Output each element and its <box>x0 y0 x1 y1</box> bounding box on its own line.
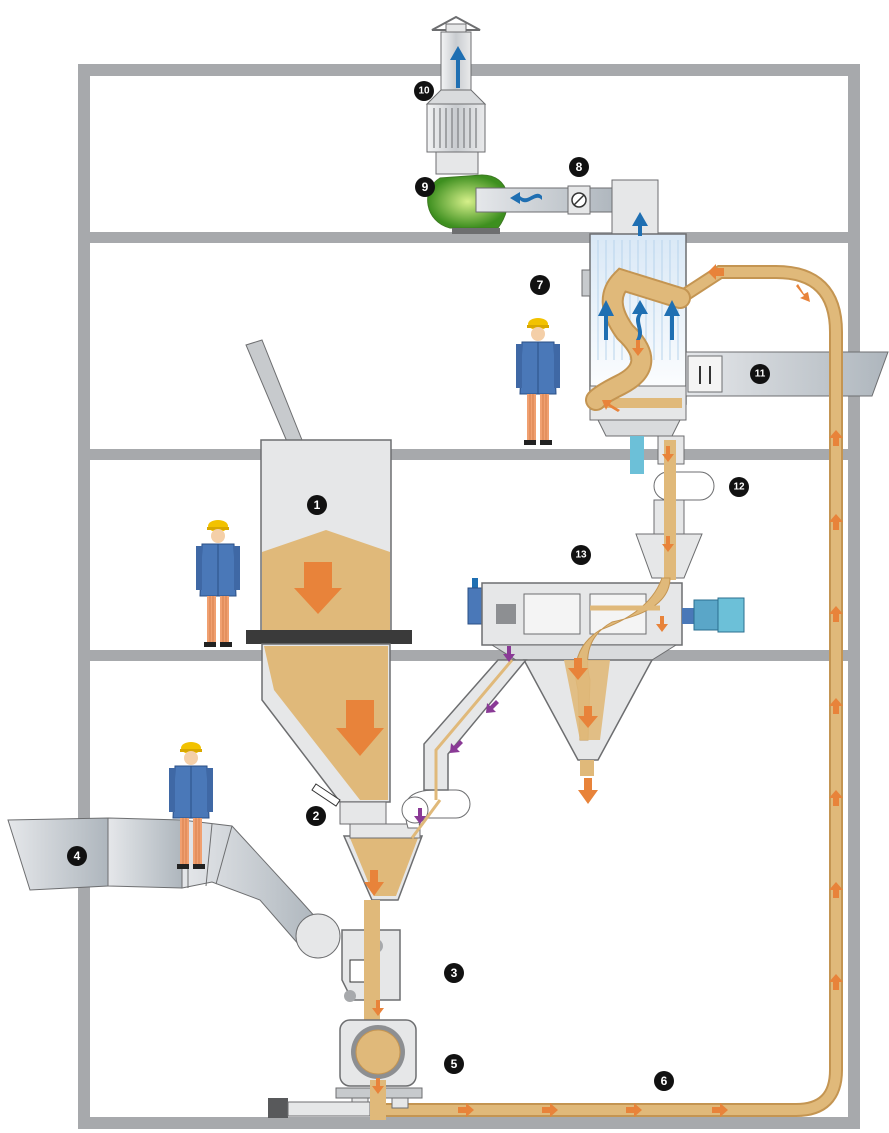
svg-text:6: 6 <box>661 1074 668 1088</box>
svg-text:12: 12 <box>733 482 745 493</box>
callout-9: 9 <box>415 177 435 197</box>
callout-10: 10 <box>414 81 434 101</box>
svg-text:13: 13 <box>575 550 587 561</box>
callout-2: 2 <box>306 806 326 826</box>
intake-duct <box>8 818 340 958</box>
transfer-duct <box>686 352 888 396</box>
callout-5: 5 <box>444 1054 464 1074</box>
callout-6: 6 <box>654 1071 674 1091</box>
mill-unit <box>268 790 470 1120</box>
svg-text:7: 7 <box>537 278 544 292</box>
callout-4: 4 <box>67 846 87 866</box>
exhaust-stack <box>427 17 485 174</box>
callout-3: 3 <box>444 963 464 983</box>
callout-12: 12 <box>729 477 749 497</box>
person-icon <box>196 520 240 647</box>
svg-text:2: 2 <box>313 809 320 823</box>
svg-text:11: 11 <box>755 369 766 380</box>
svg-text:10: 10 <box>418 86 430 97</box>
fan-inlet-duct <box>476 180 658 234</box>
svg-text:8: 8 <box>576 160 583 174</box>
callout-7: 7 <box>530 275 550 295</box>
person-icon <box>516 318 560 445</box>
callout-11: 11 <box>750 364 770 384</box>
svg-text:5: 5 <box>451 1057 458 1071</box>
svg-text:9: 9 <box>422 180 429 194</box>
callout-8: 8 <box>569 157 589 177</box>
callout-1: 1 <box>307 495 327 515</box>
svg-text:3: 3 <box>451 966 458 980</box>
svg-text:4: 4 <box>74 849 81 863</box>
callout-13: 13 <box>571 545 591 565</box>
svg-text:1: 1 <box>314 498 321 512</box>
